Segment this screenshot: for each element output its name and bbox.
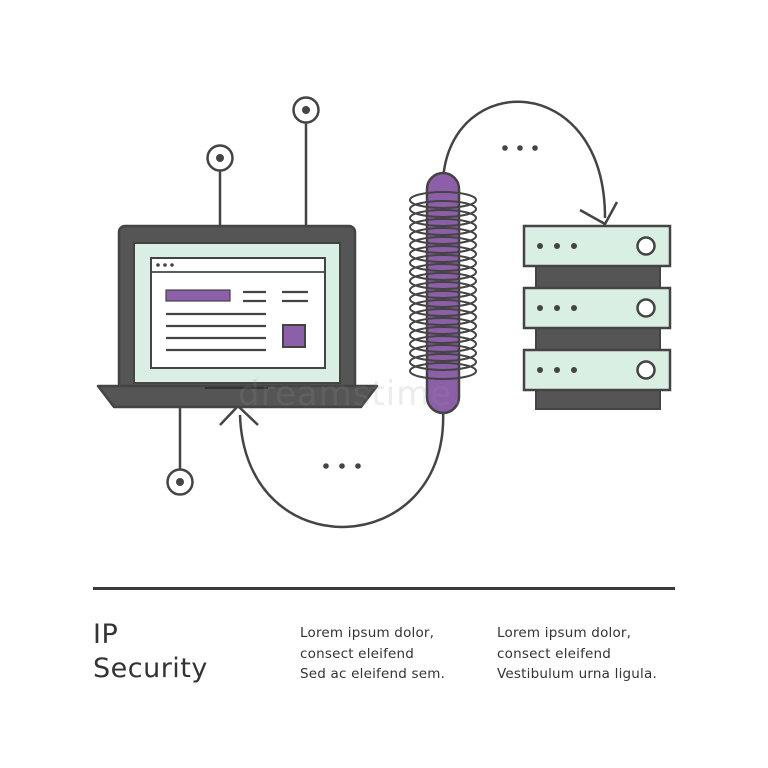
server-unit <box>522 286 672 330</box>
coil-ring <box>409 317 477 335</box>
coil-ring <box>409 326 477 344</box>
coil-ring <box>409 272 477 290</box>
caption-text-line: Lorem ipsum dolor, <box>300 625 435 641</box>
caption-text-line: Vestibulum urna ligula. <box>497 666 657 682</box>
image-block <box>282 324 306 348</box>
antenna-icon <box>292 96 320 226</box>
coil-ring <box>409 245 477 263</box>
power-button-icon <box>636 236 656 256</box>
divider <box>93 587 675 590</box>
caption-column-1: Lorem ipsum dolor, consect eleifend Sed … <box>300 623 445 685</box>
coil-rings <box>409 191 477 380</box>
caption-text-line: consect eleifend <box>300 645 415 662</box>
coil-ring <box>409 353 477 371</box>
ellipsis-icon <box>323 463 361 469</box>
coil-ring <box>409 218 477 236</box>
laptop-base <box>96 384 379 409</box>
coil-ring <box>409 308 477 326</box>
coil-ring <box>409 281 477 299</box>
text-lines <box>166 290 308 352</box>
coil-ring <box>409 254 477 272</box>
status-dot <box>571 367 577 373</box>
status-dot <box>554 243 560 249</box>
coil-tunnel-icon <box>409 171 477 415</box>
server-unit <box>522 224 672 268</box>
antenna-icon <box>206 144 234 226</box>
arc-bottom-path <box>238 409 445 529</box>
tunnel-pipe <box>425 171 461 415</box>
coil-ring <box>409 362 477 380</box>
coil-ring <box>409 263 477 281</box>
status-dot <box>554 367 560 373</box>
caption-title: IP Security <box>93 618 208 686</box>
headline-block <box>165 289 231 302</box>
ellipsis-icon <box>502 145 538 151</box>
connector-bottom <box>219 404 445 529</box>
status-dot <box>537 367 543 373</box>
coil-ring <box>409 299 477 317</box>
watermark: dreamstime. <box>238 374 465 414</box>
coil-ring <box>409 236 477 254</box>
arrow-down-icon <box>579 201 619 226</box>
coil-ring <box>409 200 477 218</box>
caption-title-line: Security <box>93 653 208 684</box>
antenna-icon <box>166 408 194 496</box>
power-button-icon <box>636 360 656 380</box>
power-button-icon <box>636 298 656 318</box>
status-dot <box>537 243 543 249</box>
server-unit <box>522 348 672 392</box>
status-dot <box>537 305 543 311</box>
coil-ring <box>409 227 477 245</box>
server-rack-icon <box>522 224 672 410</box>
caption-text-line: Lorem ipsum dolor, <box>497 625 632 641</box>
caption-column-2: Lorem ipsum dolor, consect eleifend Vest… <box>497 623 657 685</box>
status-dot <box>571 305 577 311</box>
coil-ring <box>409 209 477 227</box>
laptop-icon <box>96 224 379 409</box>
coil-ring <box>409 344 477 362</box>
caption-title-line: IP <box>93 619 119 650</box>
connector-top <box>441 100 619 226</box>
caption-text-line: consect eleifend <box>497 645 612 662</box>
coil-ring <box>409 335 477 353</box>
status-dot <box>554 305 560 311</box>
coil-ring <box>409 290 477 308</box>
window-dots-icon <box>156 263 174 267</box>
status-dot <box>571 243 577 249</box>
arc-top-path <box>441 100 607 219</box>
caption-text-line: Sed ac eleifend sem. <box>300 666 446 682</box>
coil-ring <box>409 191 477 209</box>
